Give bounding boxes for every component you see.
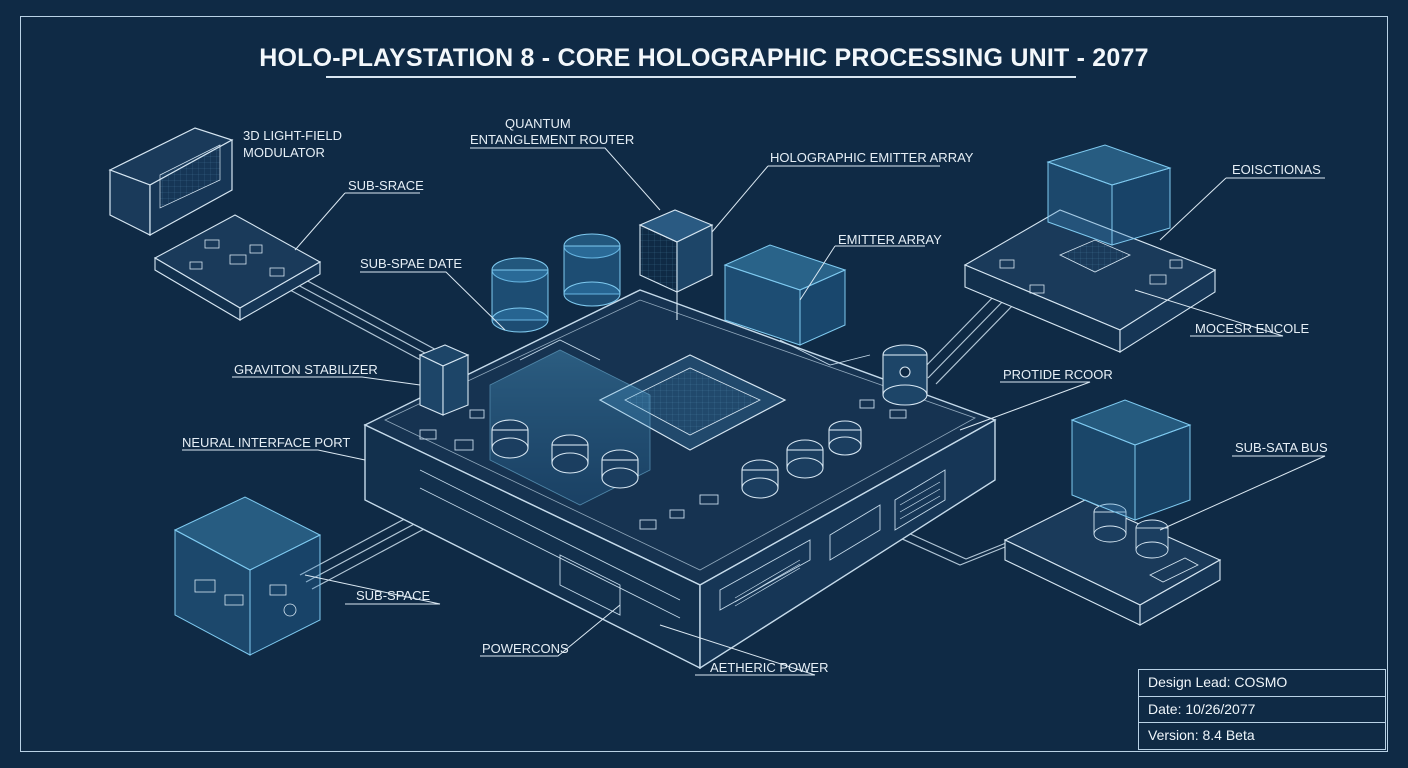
capacitor-cluster-left [491, 419, 639, 489]
label-protide-rcoor: PROTIDE RCOOR [1003, 367, 1113, 382]
protide-reactor-unit [882, 344, 928, 406]
leader-lines [182, 147, 1326, 676]
label-emitter-array: EMITTER ARRAY [838, 232, 942, 247]
label-aetheric-power: AETHERIC POWER [710, 660, 829, 675]
glow-cylinders [491, 233, 621, 333]
label-neural-interface-port: NEURAL INTERFACE PORT [182, 435, 351, 450]
sub-space-module-bottom-left [173, 496, 322, 656]
right-top-board [963, 209, 1217, 353]
label-holographic-emitter-array: HOLOGRAPHIC EMITTER ARRAY [770, 150, 974, 165]
label-sub-spae-date: SUB-SPAE DATE [360, 256, 463, 271]
right-bottom-board [1003, 499, 1222, 626]
title-block: Design Lead: COSMO Date: 10/26/2077 Vers… [1138, 669, 1386, 750]
right-top-glow-cube [1046, 144, 1172, 246]
label-quantum-line1: QUANTUM [505, 116, 571, 131]
label-light-field-line1: 3D LIGHT-FIELD [243, 128, 342, 143]
label-quantum-line2: ENTANGLEMENT ROUTER [470, 132, 635, 147]
label-mocesr-encole: MOCESR ENCOLE [1195, 321, 1310, 336]
title-underline [326, 76, 1076, 78]
quantum-router-cube [638, 209, 714, 320]
title-block-version: Version: 8.4 Beta [1148, 727, 1255, 743]
emitter-array-block [723, 244, 847, 346]
graviton-stabilizer-unit [418, 344, 470, 416]
title-block-design-lead: Design Lead: COSMO [1139, 670, 1385, 697]
cable-bundle-left-top [289, 277, 443, 366]
capacitor-cluster-right [741, 420, 862, 499]
title-block-date: Date: 10/26/2077 [1139, 697, 1385, 723]
label-sub-space: SUB-SPACE [356, 588, 431, 603]
light-field-modulator [108, 127, 234, 237]
label-sub-srace: SUB-SRACE [348, 178, 424, 193]
board-components [419, 339, 907, 530]
label-light-field-line2: MODULATOR [243, 145, 325, 160]
right-bottom-glow-cube [1070, 399, 1192, 521]
label-eoisctionas: EOISCTIONAS [1232, 162, 1321, 177]
sub-space-board-top-left [153, 214, 322, 321]
label-sub-sata-bus: SUB-SATA BUS [1235, 440, 1328, 455]
cable-bundle-right-top [919, 289, 1017, 385]
label-powercons: POWERCONS [482, 641, 569, 656]
blueprint-frame [20, 16, 1388, 752]
diagram-title: HOLO-PLAYSTATION 8 - CORE HOLOGRAPHIC PR… [259, 44, 1149, 72]
central-processor [598, 354, 787, 451]
label-graviton-stabilizer: GRAVITON STABILIZER [234, 362, 378, 377]
